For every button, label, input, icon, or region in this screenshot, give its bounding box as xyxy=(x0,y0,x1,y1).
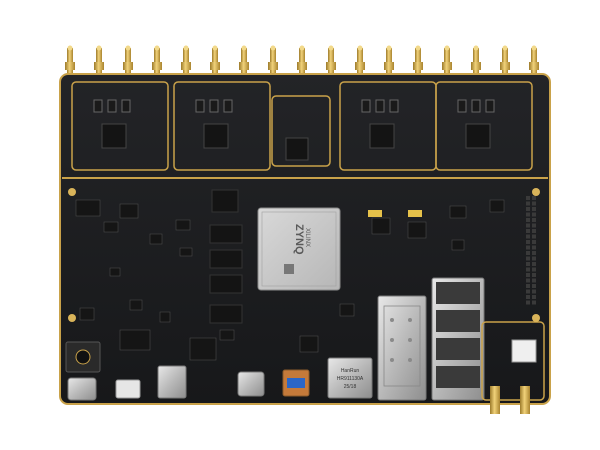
rf-channel xyxy=(435,81,533,171)
fpga-model: ZYNQ xyxy=(293,224,305,255)
ethernet-part: HR911130A xyxy=(337,376,364,382)
smd-part xyxy=(119,203,139,219)
smd-part xyxy=(451,239,465,251)
smd-part xyxy=(489,199,505,213)
mounting-holes xyxy=(68,188,540,322)
smd-part xyxy=(175,219,191,231)
ethernet-brand: HanRun xyxy=(341,368,360,374)
push-button xyxy=(368,210,382,217)
ethernet-code: 25/18 xyxy=(344,384,357,390)
smd-part xyxy=(119,329,151,351)
smd-part xyxy=(189,337,217,361)
smd-part xyxy=(219,329,235,341)
smd-components xyxy=(75,199,505,361)
rj45-ethernet-jack: HanRun HR911130A 25/18 xyxy=(327,357,373,399)
clock-chip xyxy=(271,95,331,167)
smd-part xyxy=(79,307,95,321)
pin-header xyxy=(526,196,536,305)
zynq-fpga-chip: XILINX ZYNQ xyxy=(257,207,341,291)
bottom-connectors xyxy=(65,341,310,401)
smd-part xyxy=(299,335,319,353)
smd-part xyxy=(159,311,171,323)
smd-part xyxy=(179,247,193,257)
rf-channel xyxy=(71,81,169,171)
ddr-memory-chips xyxy=(209,189,243,324)
rf-channel-sections xyxy=(71,81,533,171)
fpga-brand: XILINX xyxy=(304,228,310,247)
smd-part xyxy=(109,267,121,277)
smd-part xyxy=(75,199,101,217)
rf-bottom-right xyxy=(481,321,545,414)
smd-part xyxy=(449,205,467,219)
rf-channel xyxy=(173,81,271,171)
qsfp-cages xyxy=(431,277,485,401)
smd-part xyxy=(371,217,391,235)
push-button xyxy=(408,210,422,217)
smd-part xyxy=(149,233,163,245)
smd-part xyxy=(339,303,355,317)
sfp-cage xyxy=(377,295,427,401)
smd-part xyxy=(103,221,119,233)
smd-part xyxy=(129,299,143,311)
smd-part xyxy=(407,221,427,239)
